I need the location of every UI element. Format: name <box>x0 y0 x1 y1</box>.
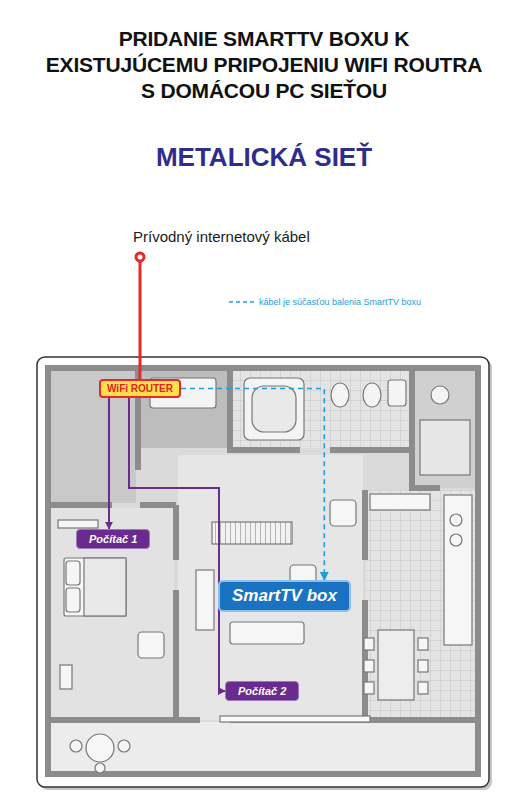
computer-box: Počítač 1 <box>76 529 150 549</box>
rooms-part <box>232 368 412 448</box>
feed-cable-part <box>136 253 144 261</box>
rooms <box>48 368 478 774</box>
bathroom-fixtures-part <box>252 386 296 432</box>
kitchen-furniture-part <box>364 682 374 694</box>
walls-part <box>48 502 112 508</box>
kitchen-furniture-part <box>444 495 472 645</box>
walls-part <box>173 590 179 720</box>
balcony-furniture-part <box>220 716 370 722</box>
bedroom-furniture-part <box>84 558 126 616</box>
living-furniture-part <box>330 500 356 526</box>
rooms-part <box>412 368 478 488</box>
kitchen-furniture-part <box>418 660 428 672</box>
living-furniture-part <box>196 570 214 630</box>
living-furniture-part <box>212 522 292 544</box>
legend-sample-part <box>229 301 254 303</box>
bathroom-fixtures <box>150 378 470 475</box>
kitchen-furniture-part <box>364 638 374 650</box>
balcony-furniture-part <box>95 763 105 773</box>
node-label: SmartTV box <box>232 586 337 606</box>
balcony-furniture <box>70 716 370 773</box>
cable-connector <box>108 398 110 529</box>
walls-part <box>362 490 368 560</box>
frame <box>37 357 492 790</box>
rooms-part <box>178 455 363 720</box>
living-furniture-part <box>230 622 304 644</box>
router-box: WiFi ROUTER <box>99 379 181 398</box>
kitchen-furniture-part <box>418 682 428 694</box>
legend-text: kábel je súčasťou balenia SmartTV boxu <box>259 297 421 307</box>
kitchen-furniture-part <box>370 494 430 510</box>
bathroom-fixtures-part <box>363 383 381 407</box>
subtitle: METALICKÁ SIEŤ <box>0 142 528 173</box>
frame-part <box>48 368 478 774</box>
bathroom-fixtures-part <box>331 383 349 407</box>
bedroom-furniture <box>58 520 164 689</box>
bathroom-fixtures-part <box>420 420 470 475</box>
rooms-part <box>366 490 478 720</box>
bathroom-fixtures-part <box>431 386 449 404</box>
computer-box: Počítač 2 <box>225 681 299 701</box>
node-label: Počítač 2 <box>238 685 286 697</box>
walls-part <box>173 505 179 560</box>
frame-part <box>40 360 492 790</box>
walls-part <box>48 368 478 774</box>
bedroom-furniture-part <box>58 520 98 528</box>
balcony-furniture-part <box>118 740 130 752</box>
kitchen-furniture-part <box>450 534 462 546</box>
kitchen-furniture-part <box>364 660 374 672</box>
rooms-part <box>48 508 174 720</box>
kitchen-furniture <box>364 494 472 700</box>
smarttv-box: SmartTV box <box>218 580 351 612</box>
node-label: Počítač 1 <box>89 533 137 545</box>
walls-part <box>140 502 176 508</box>
bedroom-furniture-part <box>60 665 72 689</box>
balcony-furniture-part <box>70 740 82 752</box>
bathroom-fixtures-part <box>388 380 406 406</box>
walls-part <box>48 717 200 723</box>
kitchen-furniture-part <box>418 638 428 650</box>
bedroom-furniture-part <box>64 558 126 616</box>
bathroom-fixtures-part <box>244 378 304 440</box>
title: PRIDANIE SMARTTV BOXU K EXISTUJÚCEMU PRI… <box>44 26 484 104</box>
rooms-part <box>48 722 478 774</box>
cable-label: Prívodný internetový kábel <box>133 228 310 245</box>
kitchen-furniture-part <box>378 630 414 700</box>
walls-part <box>330 447 412 453</box>
bedroom-furniture-part <box>66 588 80 612</box>
feed-cable-part <box>139 257 142 379</box>
walls <box>48 368 478 774</box>
cable-connector <box>181 389 324 581</box>
kitchen-furniture-part <box>450 514 462 526</box>
legend-sample <box>229 302 254 303</box>
balcony-furniture-part <box>86 734 114 762</box>
bedroom-furniture-part <box>138 632 164 658</box>
frame-part <box>37 357 489 787</box>
node-label: WiFi ROUTER <box>107 383 173 394</box>
bedroom-furniture-part <box>66 561 80 585</box>
feed-cable <box>136 253 144 379</box>
